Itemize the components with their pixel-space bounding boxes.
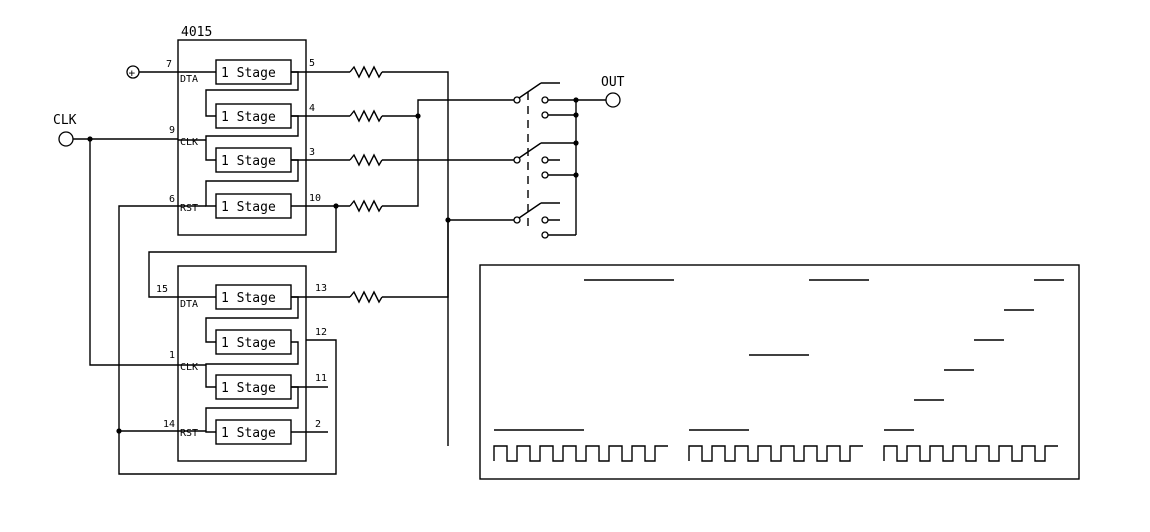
pin-number: 12 bbox=[315, 327, 327, 338]
stage-label: 1 Stage bbox=[221, 336, 276, 351]
pin-number: 11 bbox=[315, 373, 327, 384]
junction-dot bbox=[573, 112, 579, 118]
lower-stage-3: 1 Stage bbox=[215, 374, 292, 400]
resistor-icon bbox=[349, 199, 383, 213]
junction-dot bbox=[116, 428, 122, 434]
pin-number: 3 bbox=[309, 147, 315, 158]
out-terminal-label: OUT bbox=[601, 75, 625, 90]
clk-terminal-label: CLK bbox=[53, 113, 77, 128]
pin-label: CLK bbox=[180, 362, 198, 373]
upper-stage-2: 1 Stage bbox=[215, 103, 292, 129]
junction-dot bbox=[573, 97, 579, 103]
pin-label: DTA bbox=[180, 74, 198, 85]
stage-label: 1 Stage bbox=[221, 66, 276, 81]
upper-stage-3: 1 Stage bbox=[215, 147, 292, 173]
timing-pulses bbox=[494, 279, 1064, 431]
pin-number: 1 bbox=[169, 350, 175, 361]
pin-number: 13 bbox=[315, 283, 327, 294]
junction-dot bbox=[573, 140, 579, 146]
stage-label: 1 Stage bbox=[221, 154, 276, 169]
output-wire-10b bbox=[382, 99, 515, 207]
pin-number: 7 bbox=[166, 59, 172, 70]
rotary-switch-icon[interactable] bbox=[513, 82, 576, 119]
resistor-icon bbox=[349, 153, 383, 167]
junction-dot bbox=[573, 172, 579, 178]
stage-label: 1 Stage bbox=[221, 291, 276, 306]
rotary-switch-icon[interactable] bbox=[513, 142, 576, 179]
stage-label: 1 Stage bbox=[221, 110, 276, 125]
lower-stage-1: 1 Stage bbox=[215, 284, 292, 310]
pin-label: RST bbox=[180, 428, 198, 439]
stage-label: 1 Stage bbox=[221, 200, 276, 215]
clock-waveform bbox=[493, 445, 1058, 462]
stage-label: 1 Stage bbox=[221, 426, 276, 441]
pin-number: 14 bbox=[163, 419, 175, 430]
rotary-switch-icon[interactable] bbox=[513, 202, 576, 239]
lower-stage-4: 1 Stage bbox=[215, 419, 292, 445]
timing-diagram-panel bbox=[479, 264, 1080, 480]
resistor-icon bbox=[349, 65, 383, 79]
lower-stage-2: 1 Stage bbox=[215, 329, 292, 355]
power-symbol: + bbox=[129, 67, 136, 80]
pin-label: DTA bbox=[180, 299, 198, 310]
chip-label: 4015 bbox=[181, 25, 212, 40]
pin-number: 15 bbox=[156, 284, 168, 295]
lower-input-stubs bbox=[178, 296, 216, 432]
cascade-wire bbox=[148, 206, 337, 298]
pin-number: 10 bbox=[309, 193, 321, 204]
upper-stage-1: 1 Stage bbox=[215, 59, 292, 85]
junction-dot bbox=[415, 113, 421, 119]
pin-number: 9 bbox=[169, 125, 175, 136]
stage-label: 1 Stage bbox=[221, 381, 276, 396]
upper-stage-4: 1 Stage bbox=[215, 193, 292, 219]
output-bus bbox=[575, 99, 606, 235]
pin-number: 4 bbox=[309, 103, 315, 114]
lower-output-13b bbox=[382, 220, 449, 298]
pin-number: 6 bbox=[169, 194, 175, 205]
pin-label: RST bbox=[180, 203, 198, 214]
clk-terminal-icon[interactable] bbox=[58, 131, 74, 147]
resistor-icon bbox=[349, 109, 383, 123]
output-wire-5b bbox=[382, 71, 449, 446]
pin-number: 2 bbox=[315, 419, 321, 430]
pin-label: CLK bbox=[180, 137, 198, 148]
pin-number: 5 bbox=[309, 58, 315, 69]
junction-dot bbox=[87, 136, 93, 142]
out-terminal-icon[interactable] bbox=[605, 92, 621, 108]
resistor-icon bbox=[349, 290, 383, 304]
rst-wire bbox=[118, 205, 337, 475]
upper-input-stubs bbox=[178, 71, 216, 207]
